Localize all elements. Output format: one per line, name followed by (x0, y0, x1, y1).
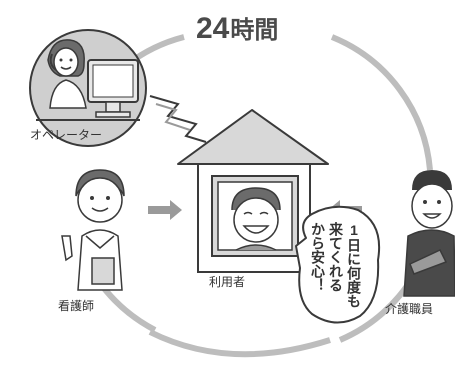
bubble-line-1: 1日に何度も (346, 222, 362, 308)
operator-illustration (29, 29, 147, 147)
care-worker-label: 介護職員 (385, 302, 434, 316)
user-label: 利用者 (209, 275, 246, 289)
hours-unit: 時間 (230, 17, 279, 44)
nurse-illustration (61, 169, 125, 291)
signal-icon (149, 95, 207, 143)
arrow-from-nurse (148, 200, 182, 220)
bubble-line-2: 来てくれる (328, 222, 344, 292)
care-worker-illustration (403, 170, 455, 297)
bubble-line-3: から安心！ (310, 222, 326, 292)
speech-bubble-text: 1日に何度も 来てくれる から安心！ (294, 222, 378, 322)
24-hours-title: 24時間 (196, 12, 278, 48)
house-illustration (177, 109, 329, 273)
speech-bubble (295, 205, 380, 324)
operator-label: オペレーター (30, 128, 103, 142)
hours-number: 24 (196, 12, 230, 45)
nurse-label: 看護師 (58, 299, 95, 313)
